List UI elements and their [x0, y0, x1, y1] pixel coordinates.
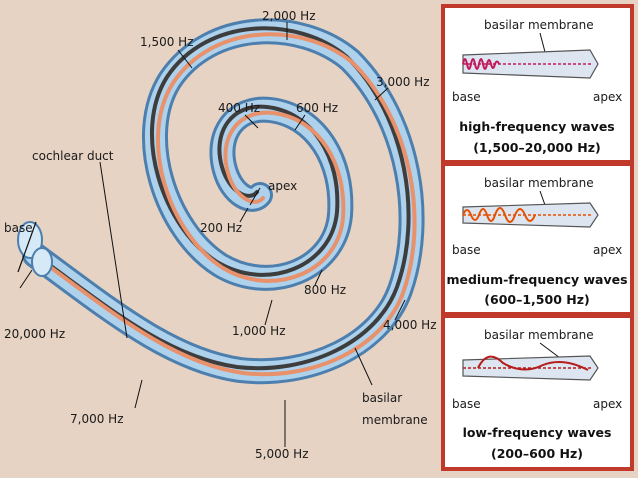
panel-medium-range: (600–1,500 Hz) [484, 292, 589, 307]
panel-low-range: (200–600 Hz) [491, 446, 583, 461]
frequency-panels: basilar membrane base apex high-frequenc… [441, 4, 634, 471]
label-membrane: membrane [362, 413, 428, 427]
leader-lines [19, 22, 406, 447]
panel-high-apex-label: apex [593, 90, 622, 104]
label-600hz: 600 Hz [296, 101, 338, 115]
cochlear-duct-dark [30, 26, 411, 371]
label-800hz: 800 Hz [304, 283, 346, 297]
label-apex: apex [268, 179, 297, 193]
label-3000hz: 3,000 Hz [376, 75, 430, 89]
panel-high-frequency: basilar membrane base apex high-frequenc… [445, 8, 630, 160]
basilar-membrane-stripe [36, 32, 417, 377]
cochlea-spiral [17, 18, 425, 385]
panel-low-wave [477, 355, 589, 371]
label-cochlear-duct: cochlear duct [32, 149, 114, 163]
panel-medium-wave [462, 207, 536, 223]
label-200hz: 200 Hz [200, 221, 242, 235]
panel-low-frequency: basilar membrane base apex low-frequency… [445, 318, 630, 467]
cochlea-tube-outline [22, 18, 425, 385]
panel-low-apex-label: apex [593, 397, 622, 411]
label-7000hz: 7,000 Hz [70, 412, 124, 426]
label-4000hz: 4,000 Hz [383, 318, 437, 332]
label-400hz: 400 Hz [218, 101, 260, 115]
label-basilar: basilar [362, 391, 402, 405]
panel-high-base-label: base [452, 90, 481, 104]
panel-high-membrane-label: basilar membrane [484, 18, 594, 32]
panel-low-title: low-frequency waves [463, 425, 612, 440]
cochlea-base-opening-lower [31, 247, 53, 277]
panel-high-wave [462, 58, 500, 70]
label-20000hz: 20,000 Hz [4, 327, 65, 341]
panel-medium-title: medium-frequency waves [446, 272, 627, 287]
label-5000hz: 5,000 Hz [255, 447, 309, 461]
panel-high-range: (1,500–20,000 Hz) [473, 140, 601, 155]
cochlea-tube-fill [25, 21, 422, 382]
base-bracket [17, 221, 37, 273]
spiral-labels: 2,000 Hz 1,500 Hz 3,000 Hz 400 Hz 600 Hz… [4, 9, 437, 461]
panel-medium-membrane-label: basilar membrane [484, 176, 594, 190]
panel-medium-base-label: base [452, 243, 481, 257]
panel-high-bg [445, 8, 630, 160]
panel-high-title: high-frequency waves [459, 119, 614, 134]
panel-low-bg [445, 318, 630, 467]
label-2000hz: 2,000 Hz [262, 9, 316, 23]
label-1000hz: 1,000 Hz [232, 324, 286, 338]
panel-low-base-label: base [452, 397, 481, 411]
panel-medium-frequency: basilar membrane base apex medium-freque… [445, 166, 630, 312]
panel-medium-apex-label: apex [593, 243, 622, 257]
panel-medium-bg [445, 166, 630, 312]
panel-low-membrane-label: basilar membrane [484, 328, 594, 342]
label-base: base [4, 221, 33, 235]
label-1500hz: 1,500 Hz [140, 35, 194, 49]
